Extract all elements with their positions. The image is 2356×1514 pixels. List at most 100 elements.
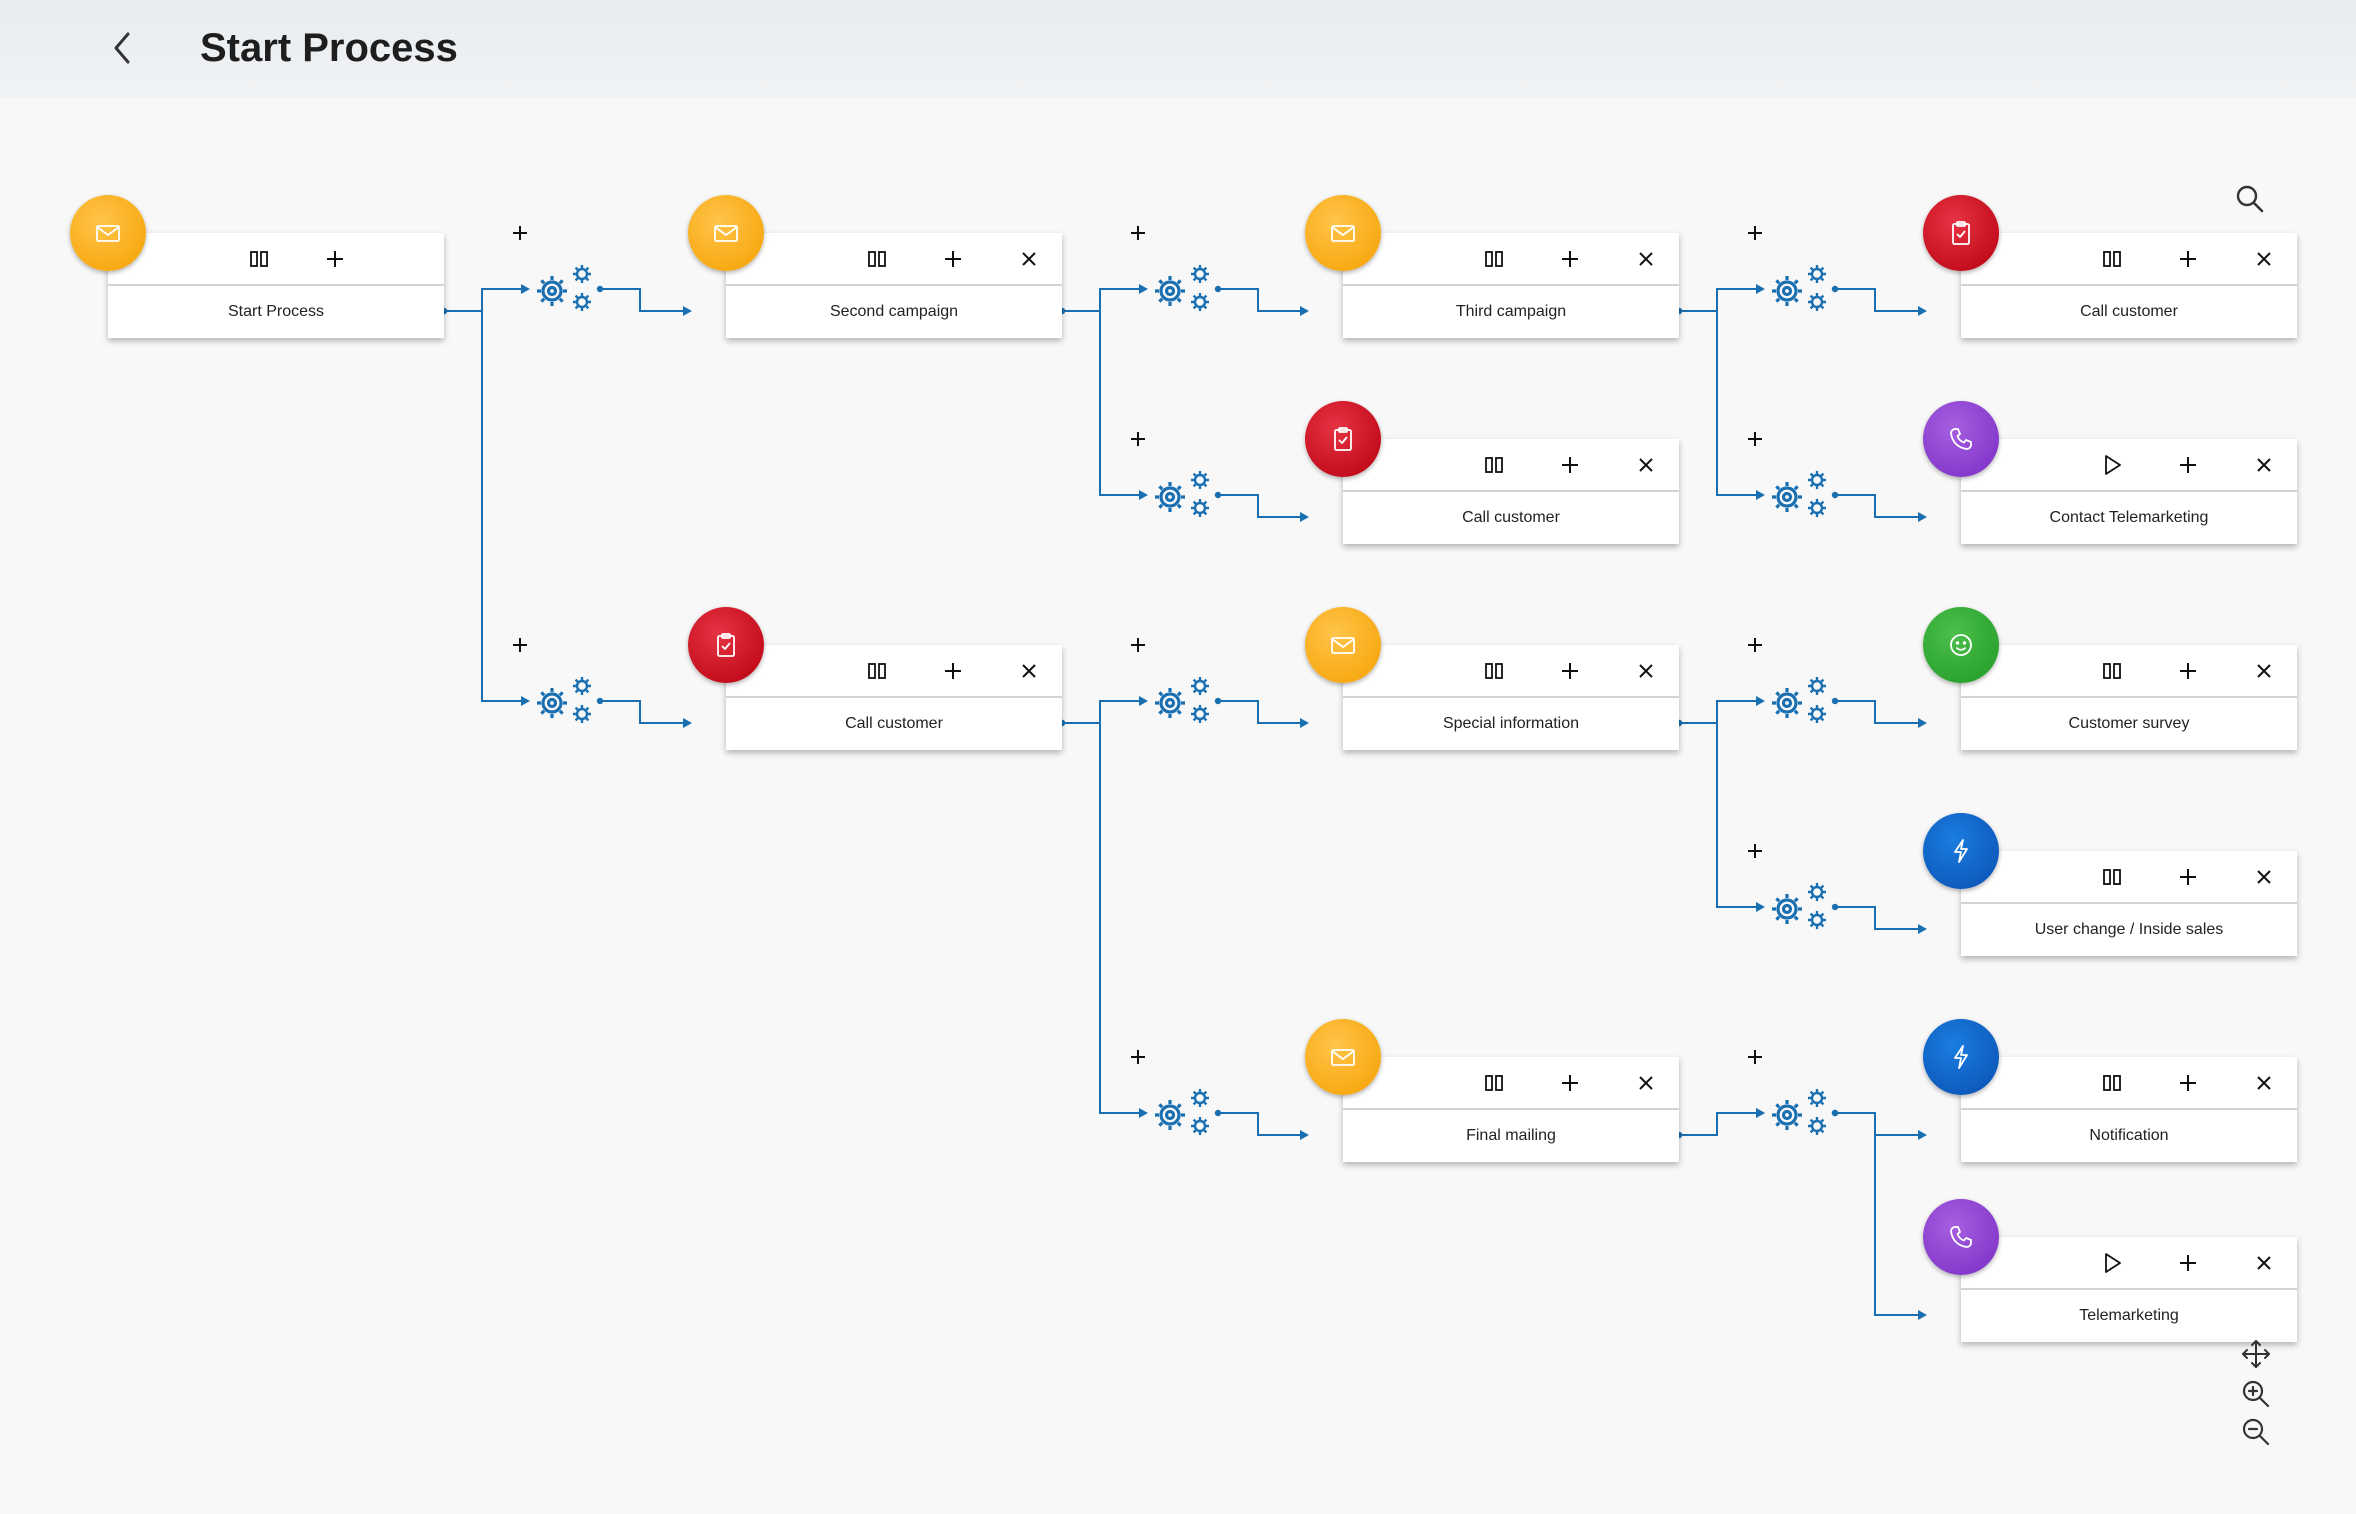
add-branch-button[interactable] [508,221,532,245]
add-branch-button[interactable] [1743,633,1767,657]
add-button[interactable] [2173,1068,2203,1098]
add-button[interactable] [1555,656,1585,686]
rule-gear-button[interactable] [1763,465,1839,525]
rule-gear-button[interactable] [528,259,604,319]
rule-gear-button[interactable] [1763,259,1839,319]
add-button[interactable] [2173,1248,2203,1278]
flow-node-call-r1[interactable]: Call customer [1961,233,2297,338]
node-toolbar [726,233,1062,286]
bolt-node-badge[interactable] [1923,813,1999,889]
close-icon [2257,458,2271,472]
delete-button[interactable] [1631,1068,1661,1098]
move-button[interactable] [2240,1338,2272,1370]
mail-node-badge[interactable] [688,195,764,271]
play-button[interactable] [2097,450,2127,480]
flow-node-survey[interactable]: Customer survey [1961,645,2297,750]
flow-node-special[interactable]: Special information [1343,645,1679,750]
plus-icon [513,226,527,240]
flow-node-final[interactable]: Final mailing [1343,1057,1679,1162]
mail-node-badge[interactable] [1305,195,1381,271]
flow-node-telemarketing[interactable]: Telemarketing [1961,1237,2297,1342]
rule-gear-button[interactable] [1763,877,1839,937]
flow-node-second[interactable]: Second campaign [726,233,1062,338]
play-button[interactable] [2097,1248,2127,1278]
flow-node-notification[interactable]: Notification [1961,1057,2297,1162]
add-button[interactable] [938,244,968,274]
delete-button[interactable] [2249,450,2279,480]
zoom-in-button[interactable] [2240,1378,2272,1410]
flow-node-call-left[interactable]: Call customer [726,645,1062,750]
pause-button[interactable] [862,656,892,686]
pause-button[interactable] [2097,656,2127,686]
plus-icon [1748,226,1762,240]
task-node-badge[interactable] [688,607,764,683]
delete-button[interactable] [2249,862,2279,892]
delete-button[interactable] [1631,450,1661,480]
pause-button[interactable] [2097,244,2127,274]
delete-button[interactable] [1014,244,1044,274]
delete-button[interactable] [1631,656,1661,686]
delete-button[interactable] [2249,1068,2279,1098]
add-branch-button[interactable] [1126,427,1150,451]
rule-gear-button[interactable] [1763,671,1839,731]
add-branch-button[interactable] [1126,221,1150,245]
zoom-out-button[interactable] [2240,1416,2272,1448]
delete-button[interactable] [1631,244,1661,274]
delete-button[interactable] [1014,656,1044,686]
flow-node-third[interactable]: Third campaign [1343,233,1679,338]
plus-icon [1131,432,1145,446]
pause-button[interactable] [244,244,274,274]
pause-button[interactable] [2097,1068,2127,1098]
add-button[interactable] [938,656,968,686]
add-branch-button[interactable] [1126,1045,1150,1069]
flow-node-call-mid[interactable]: Call customer [1343,439,1679,544]
flow-node-user-change[interactable]: User change / Inside sales [1961,851,2297,956]
task-node-badge[interactable] [1923,195,1999,271]
add-button[interactable] [2173,656,2203,686]
add-button[interactable] [1555,450,1585,480]
mail-node-badge[interactable] [1305,1019,1381,1095]
add-button[interactable] [320,244,350,274]
phone-node-badge[interactable] [1923,401,1999,477]
pause-button[interactable] [862,244,892,274]
flow-node-contact-tm[interactable]: Contact Telemarketing [1961,439,2297,544]
page-title: Start Process [200,26,458,70]
node-label: Notification [2089,1127,2169,1144]
flow-node-start[interactable]: Start Process [108,233,444,338]
add-button[interactable] [2173,862,2203,892]
add-branch-button[interactable] [1743,839,1767,863]
mail-node-badge[interactable] [1305,607,1381,683]
add-branch-button[interactable] [1126,633,1150,657]
pause-button[interactable] [1479,450,1509,480]
rule-gear-button[interactable] [1146,671,1222,731]
node-toolbar [726,645,1062,698]
add-branch-button[interactable] [1743,427,1767,451]
mail-node-badge[interactable] [70,195,146,271]
add-branch-button[interactable] [508,633,532,657]
phone-node-badge[interactable] [1923,1199,1999,1275]
bolt-node-badge[interactable] [1923,1019,1999,1095]
pause-button[interactable] [1479,656,1509,686]
smile-node-badge[interactable] [1923,607,1999,683]
rule-gear-button[interactable] [1763,1083,1839,1143]
pause-button[interactable] [1479,1068,1509,1098]
add-button[interactable] [1555,1068,1585,1098]
rule-gear-button[interactable] [1146,1083,1222,1143]
rule-gear-button[interactable] [528,671,604,731]
task-node-badge[interactable] [1305,401,1381,477]
add-button[interactable] [2173,244,2203,274]
add-button[interactable] [1555,244,1585,274]
pause-button[interactable] [2097,862,2127,892]
add-branch-button[interactable] [1743,221,1767,245]
pause-button[interactable] [1479,244,1509,274]
delete-button[interactable] [2249,244,2279,274]
back-button[interactable] [104,28,144,68]
pause-icon [250,251,268,267]
delete-button[interactable] [2249,656,2279,686]
add-branch-button[interactable] [1743,1045,1767,1069]
rule-gear-button[interactable] [1146,259,1222,319]
search-button[interactable] [2234,183,2266,215]
rule-gear-button[interactable] [1146,465,1222,525]
delete-button[interactable] [2249,1248,2279,1278]
add-button[interactable] [2173,450,2203,480]
